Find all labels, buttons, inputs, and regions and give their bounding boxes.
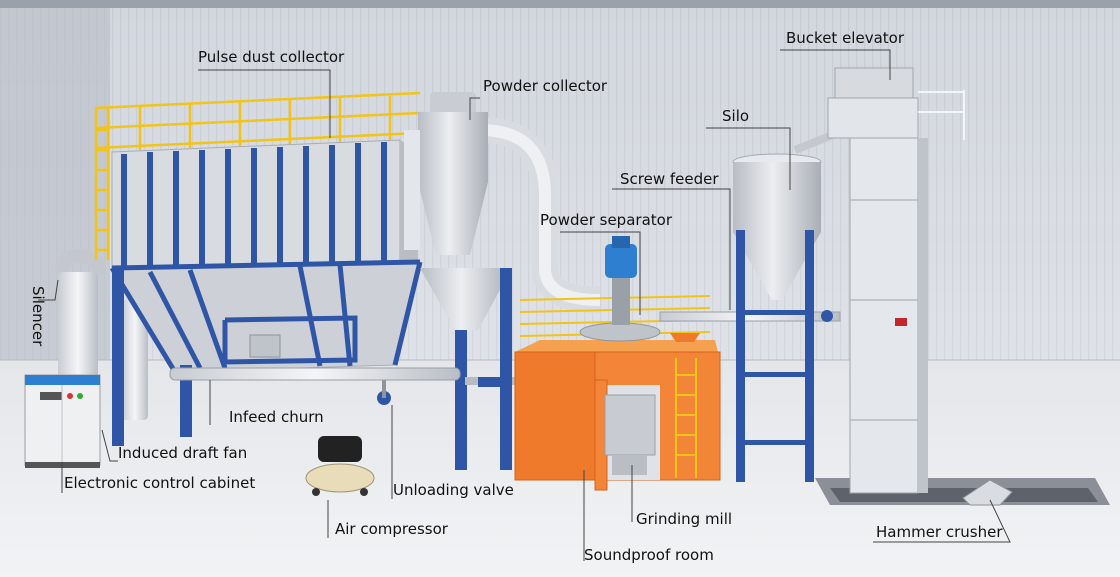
label-pulse-dust-collector: Pulse dust collector (198, 48, 345, 66)
label-unloading-valve: Unloading valve (393, 481, 514, 499)
electronic-control-cabinet-unit (24, 374, 101, 468)
label-silo: Silo (722, 107, 750, 125)
label-powder-separator: Powder separator (540, 211, 672, 229)
label-bucket-elevator: Bucket elevator (786, 29, 904, 47)
label-hammer-crusher: Hammer crusher (876, 523, 1003, 541)
label-induced-draft-fan: Induced draft fan (118, 444, 248, 462)
label-infeed-churn: Infeed churn (229, 408, 324, 426)
leader-lines (38, 49, 1011, 561)
label-grinding-mill: Grinding mill (636, 510, 733, 528)
label-electronic-control-cabinet: Electronic control cabinet (64, 474, 256, 492)
silo-unit (732, 128, 842, 482)
powder-collector-unit (377, 92, 601, 470)
soundproof-room-unit (514, 236, 721, 491)
label-air-compressor: Air compressor (335, 520, 448, 538)
bucket-elevator-unit (827, 67, 965, 494)
label-soundproof-room: Soundproof room (584, 546, 714, 564)
hammer-crusher-unit (962, 479, 1013, 506)
label-silencer: Silencer (29, 286, 47, 347)
label-screw-feeder: Screw feeder (620, 170, 719, 188)
label-powder-collector: Powder collector (483, 77, 608, 95)
air-compressor-unit (305, 436, 375, 496)
silencer-unit (55, 248, 148, 420)
pulse-dust-collector-unit (94, 91, 515, 470)
